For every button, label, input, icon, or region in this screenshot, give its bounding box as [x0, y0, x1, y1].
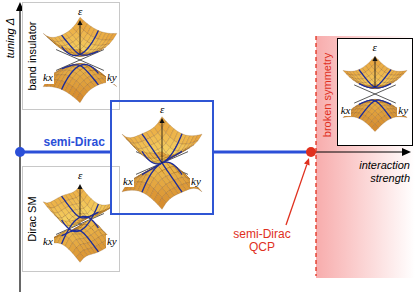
- band-surface: [190, 141, 198, 147]
- band-surface: [76, 93, 83, 103]
- band-plots: [22, 2, 413, 272]
- band-surface: [394, 77, 400, 81]
- band-cut-curve: [62, 219, 99, 244]
- energy-axis-label: ε: [77, 169, 83, 181]
- band-surface: [134, 146, 142, 154]
- energy-axis: [80, 24, 81, 54]
- momentum-axis-label: ky: [106, 71, 118, 83]
- axis-label: tuning Δ: [4, 18, 16, 58]
- semi-dirac-line: [214, 151, 311, 154]
- band-surface: [76, 253, 83, 263]
- momentum-axis-label: ky: [106, 235, 118, 247]
- energy-axis-arrowhead: [373, 56, 378, 61]
- panel-ground: [337, 38, 413, 146]
- panel-ground: [22, 2, 120, 110]
- phase-name: band insulator: [25, 21, 37, 90]
- phase-boundary: [315, 36, 316, 276]
- boundary-label: broken symmetry: [321, 53, 333, 137]
- band-cut-curve: [142, 163, 182, 192]
- energy-axis: [162, 122, 163, 163]
- band-surface: [47, 206, 54, 213]
- momentum-axis-label: kx: [42, 71, 54, 83]
- panel-ground: [110, 100, 214, 215]
- pointer-line: [286, 165, 307, 225]
- energy-axis: [375, 60, 376, 87]
- band-surface: [397, 74, 403, 78]
- semi-dirac-line: [20, 151, 110, 154]
- momentum-axis-label: kx: [42, 235, 54, 247]
- broken-symmetry-region: [316, 36, 415, 278]
- critical-point-label: semi-Dirac QCP: [227, 228, 297, 254]
- momentum-axis-label: kx: [122, 175, 134, 187]
- band-surface: [372, 125, 378, 132]
- momentum-axis-label: kx: [340, 104, 352, 116]
- axis-label: interaction strength: [332, 159, 410, 184]
- band-cut-curve: [359, 100, 391, 118]
- band-cut-curve: [62, 65, 99, 90]
- momentum-axis-label: ky: [397, 104, 409, 116]
- phase-line-label: semi-Dirac: [44, 136, 105, 149]
- energy-axis-arrowhead: [78, 20, 83, 25]
- band-surface: [349, 77, 355, 81]
- band-cut-curve: [359, 100, 391, 118]
- panel-ground: [22, 166, 120, 272]
- band-surface: [346, 74, 352, 78]
- band-cut-curve: [142, 162, 182, 192]
- pointer-arrowhead: [304, 158, 310, 166]
- band-surface: [194, 134, 202, 142]
- momentum-axis-label: ky: [190, 175, 202, 187]
- band-surface: [102, 44, 109, 48]
- energy-axis-arrowhead: [78, 184, 83, 189]
- band-surface: [47, 36, 54, 41]
- energy-axis-label: ε: [372, 41, 378, 53]
- band-plot-panel: ε kx ky: [337, 38, 413, 146]
- band-surface: [158, 198, 166, 209]
- band-plot-panel: band insulator ε kx ky: [22, 2, 120, 110]
- critical-point-dot: [306, 147, 316, 157]
- energy-axis-arrowhead: [160, 118, 165, 123]
- axis-arrowhead: [402, 148, 411, 156]
- band-surface: [43, 202, 50, 208]
- band-plot-panel: ε kx ky: [110, 100, 214, 215]
- band-surface: [109, 33, 116, 39]
- energy-axis-label: ε: [159, 103, 165, 115]
- energy-axis: [80, 188, 81, 217]
- start-dot: [15, 147, 25, 157]
- band-cut-curve: [62, 65, 99, 85]
- band-surface: [130, 142, 138, 149]
- band-plot-panel: Dirac SM ε kx ky: [22, 166, 120, 272]
- phase-name: Dirac SM: [25, 196, 37, 241]
- energy-axis-label: ε: [77, 5, 83, 17]
- band-cut-curve: [62, 230, 99, 252]
